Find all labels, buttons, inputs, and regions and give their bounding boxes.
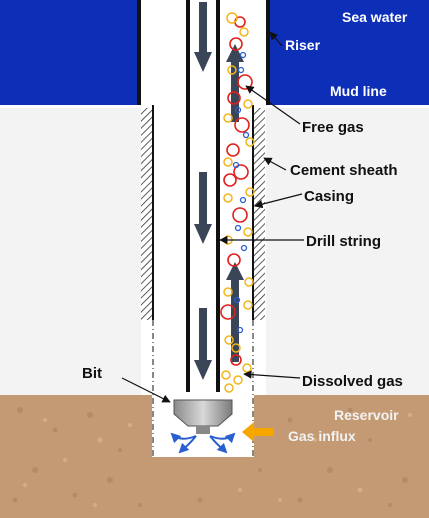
small-gas-bubbles [232, 51, 250, 334]
casing-wall-left [152, 105, 154, 320]
bit-label: Bit [82, 365, 102, 382]
sea-water-label: Sea water [342, 9, 408, 25]
drill-string-wall-right [216, 0, 220, 392]
riser-label: Riser [285, 37, 321, 53]
dissolved-gas-bubbles [221, 12, 255, 393]
free-gas-label: Free gas [302, 119, 364, 136]
cement-sheath-right [254, 108, 265, 320]
down-arrow-icon [194, 2, 212, 72]
downward-flow-arrows [194, 2, 212, 380]
reservoir-label: Reservoir [334, 407, 399, 423]
up-arrow-icon [226, 44, 244, 122]
casing-label: Casing [304, 188, 354, 205]
sea-water-right [270, 0, 429, 105]
riser-wall-right [266, 0, 270, 105]
drill-string-wall-left [186, 0, 190, 392]
up-arrow-icon [226, 262, 244, 362]
upward-flow-arrows [226, 44, 244, 362]
drill-string-label: Drill string [306, 233, 381, 250]
reservoir-light-texture [23, 413, 412, 507]
down-arrow-icon [194, 308, 212, 380]
cement-sheath-label: Cement sheath [290, 162, 398, 179]
mud-line-label: Mud line [330, 83, 387, 99]
down-arrow-icon [194, 172, 212, 244]
callout-lines [121, 31, 304, 403]
riser-wall-left [137, 0, 141, 105]
free-gas-bubbles [220, 16, 253, 366]
casing-wall-right [252, 105, 254, 320]
sea-water-left [0, 0, 137, 105]
drill-bit [173, 399, 233, 434]
reservoir-texture [12, 407, 408, 507]
cement-sheath-left [141, 108, 152, 320]
dissolved-gas-label: Dissolved gas [302, 373, 403, 390]
bit-flow-arrows [170, 432, 236, 454]
gas-influx-arrow-icon [242, 422, 274, 442]
gas-influx-label: Gas influx [288, 428, 356, 444]
